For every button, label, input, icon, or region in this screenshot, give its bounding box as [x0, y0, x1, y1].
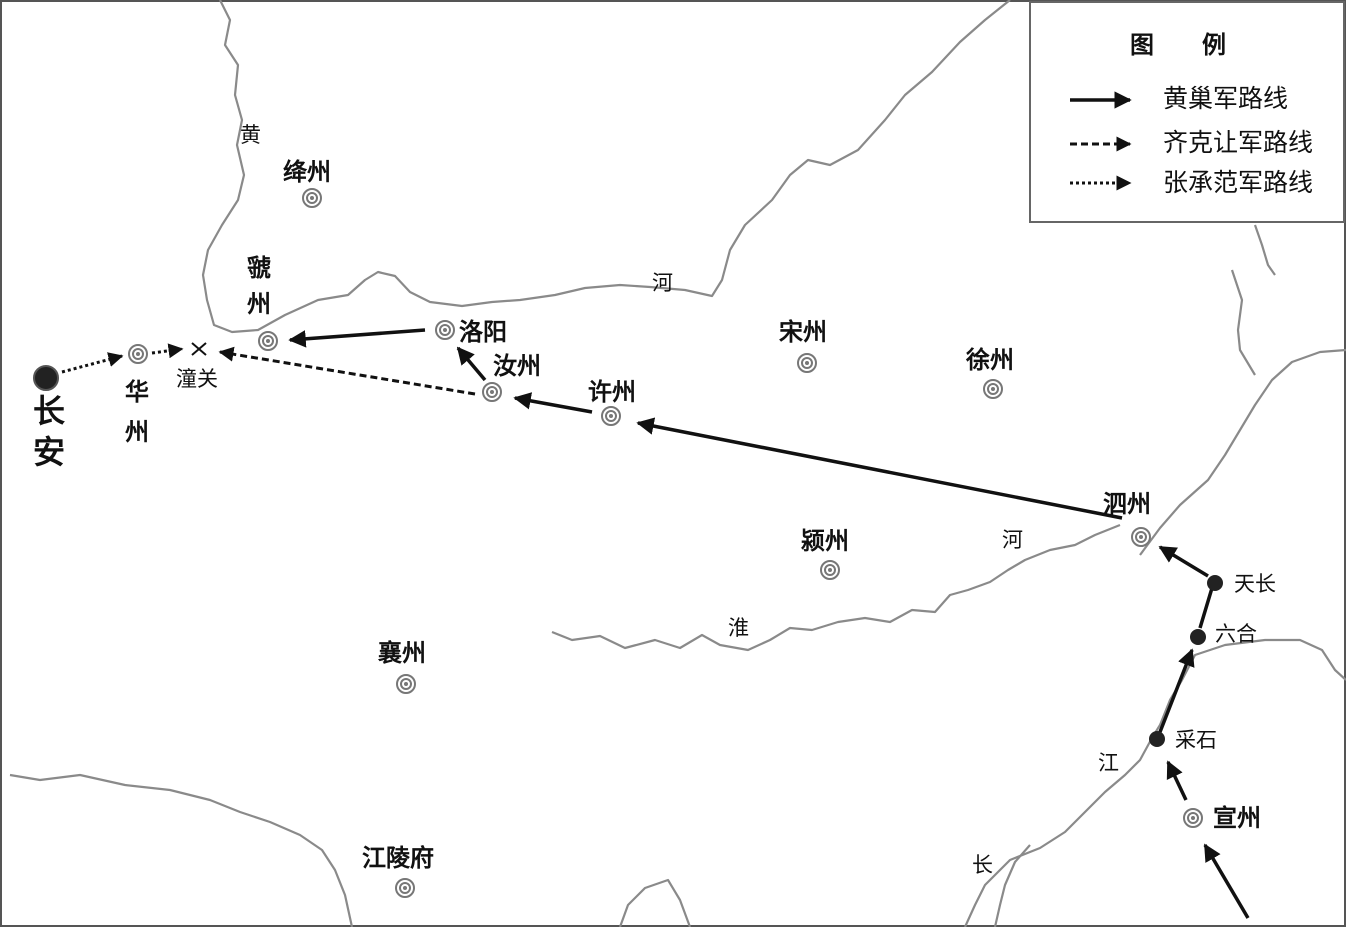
- city-label-guozhou-bottom: 州: [247, 290, 271, 318]
- town-label-liuhe: 六合: [1215, 622, 1257, 646]
- town-label-caishi: 采石: [1175, 728, 1217, 752]
- river-right-branch: [1230, 269, 1256, 376]
- city-marker-xuzhou: [983, 379, 1003, 399]
- capital-label: 长 安: [33, 392, 65, 471]
- city-label-xuzhou: 徐州: [965, 346, 1014, 374]
- capital-label-bottom: 安: [33, 433, 65, 471]
- city-label-xuzhou-xu: 许州: [588, 378, 636, 406]
- routes: [61, 328, 1250, 919]
- route-huangchao-xuanzhou-caishi: [1203, 843, 1250, 919]
- route-huangchao-caishi-liuhe: [1158, 648, 1195, 733]
- yangtze-lower: [963, 638, 1346, 927]
- legend-label-qikerang: 齐克让军路线: [1163, 128, 1313, 157]
- river-southwest: [9, 773, 354, 927]
- town-marker-liuhe: [1190, 629, 1206, 645]
- city-label-jianglingfu: 江陵府: [362, 844, 434, 872]
- capital-label-top: 长: [33, 392, 65, 430]
- capital-marker-changan: [33, 365, 59, 391]
- route-huangchao-sizhou-xuzhou: [636, 417, 1123, 520]
- river-labels: 黄 河 河 淮 江 长: [240, 123, 1119, 877]
- legend-title: 图 例: [1130, 31, 1226, 59]
- city-label-jiangzhou: 绛州: [283, 158, 331, 186]
- town-marker-caishi: [1149, 731, 1165, 747]
- city-marker-xuanzhou: [1183, 808, 1203, 828]
- route-zhangchengfan-huazhou-tongguan: [151, 343, 184, 359]
- city-marker-luoyang: [435, 320, 455, 340]
- route-huangchao-tianchang-sizhou: [1158, 545, 1209, 578]
- city-markers: [128, 188, 1203, 898]
- city-label-xiangzhou: 襄州: [377, 639, 426, 667]
- city-label-yingzhou: 颍州: [801, 527, 849, 555]
- yellow-river-upper: [201, 0, 1011, 334]
- tongguan-pass-icon: [191, 342, 207, 356]
- route-qikerang: [218, 346, 476, 396]
- legend-box: [1029, 1, 1345, 223]
- river-label-jiang: 江: [1098, 751, 1119, 775]
- legend-label-huangchao: 黄巢军路线: [1163, 84, 1288, 113]
- city-marker-yingzhou: [820, 560, 840, 580]
- city-label-huazhou-bottom: 州: [125, 418, 149, 446]
- city-marker-jianglingfu: [395, 878, 415, 898]
- river-label-he-north: 河: [652, 271, 673, 295]
- city-labels: 绛州 虢 州 华 州 洛阳 汝州 许州 宋州 徐州 泗州 颍州 襄州 江陵府 宣…: [125, 158, 1261, 872]
- river-top-right: [1253, 224, 1276, 276]
- city-label-guozhou-top: 虢: [247, 254, 271, 282]
- city-marker-guozhou: [258, 331, 278, 351]
- river-upper-right: [1139, 348, 1346, 556]
- river-south-branch: [993, 844, 1031, 927]
- route-huangchao-ruzhou-luoyang: [456, 346, 487, 382]
- huai-river: [551, 523, 1121, 652]
- city-label-xuanzhou: 宣州: [1213, 804, 1261, 832]
- city-marker-jiangzhou: [302, 188, 322, 208]
- river-label-huang: 黄: [240, 123, 261, 147]
- legend: 图 例 黄巢军路线 齐克让军路线 张承范军路线: [1029, 1, 1345, 223]
- route-huangchao-luoyang-guozhou: [288, 328, 426, 348]
- city-label-huazhou-top: 华: [125, 378, 149, 406]
- city-marker-xuzhou-xu: [601, 406, 621, 426]
- city-label-songzhou: 宋州: [779, 318, 827, 346]
- city-label-sizhou: 泗州: [1103, 490, 1151, 518]
- city-label-luoyang: 洛阳: [459, 318, 507, 346]
- town-markers: [33, 365, 1223, 747]
- city-marker-songzhou: [797, 353, 817, 373]
- legend-label-zhangchengfan: 张承范军路线: [1163, 168, 1313, 197]
- city-label-ruzhou: 汝州: [493, 352, 541, 380]
- city-marker-sizhou: [1131, 527, 1151, 547]
- city-marker-ruzhou: [482, 382, 502, 402]
- river-label-he-south: 河: [1002, 528, 1023, 552]
- route-huangchao-to-xuanzhou-arrow: [1166, 760, 1188, 801]
- city-marker-xiangzhou: [396, 674, 416, 694]
- city-marker-huazhou: [128, 344, 148, 364]
- rivers: [9, 0, 1346, 927]
- route-huangchao-liuhe-tianchang: [1198, 587, 1214, 629]
- river-south-mid: [618, 878, 692, 927]
- river-label-huai: 淮: [728, 616, 749, 640]
- route-huangchao-xuzhou-ruzhou: [513, 392, 593, 414]
- town-label-tongguan: 潼关: [176, 367, 218, 391]
- town-marker-tianchang: [1207, 575, 1223, 591]
- town-label-tianchang: 天长: [1234, 572, 1276, 596]
- town-labels: 潼关 天长 六合 采石: [176, 367, 1276, 752]
- route-zhangchengfan-changan-huazhou: [61, 352, 124, 374]
- river-label-chang: 长: [972, 853, 993, 877]
